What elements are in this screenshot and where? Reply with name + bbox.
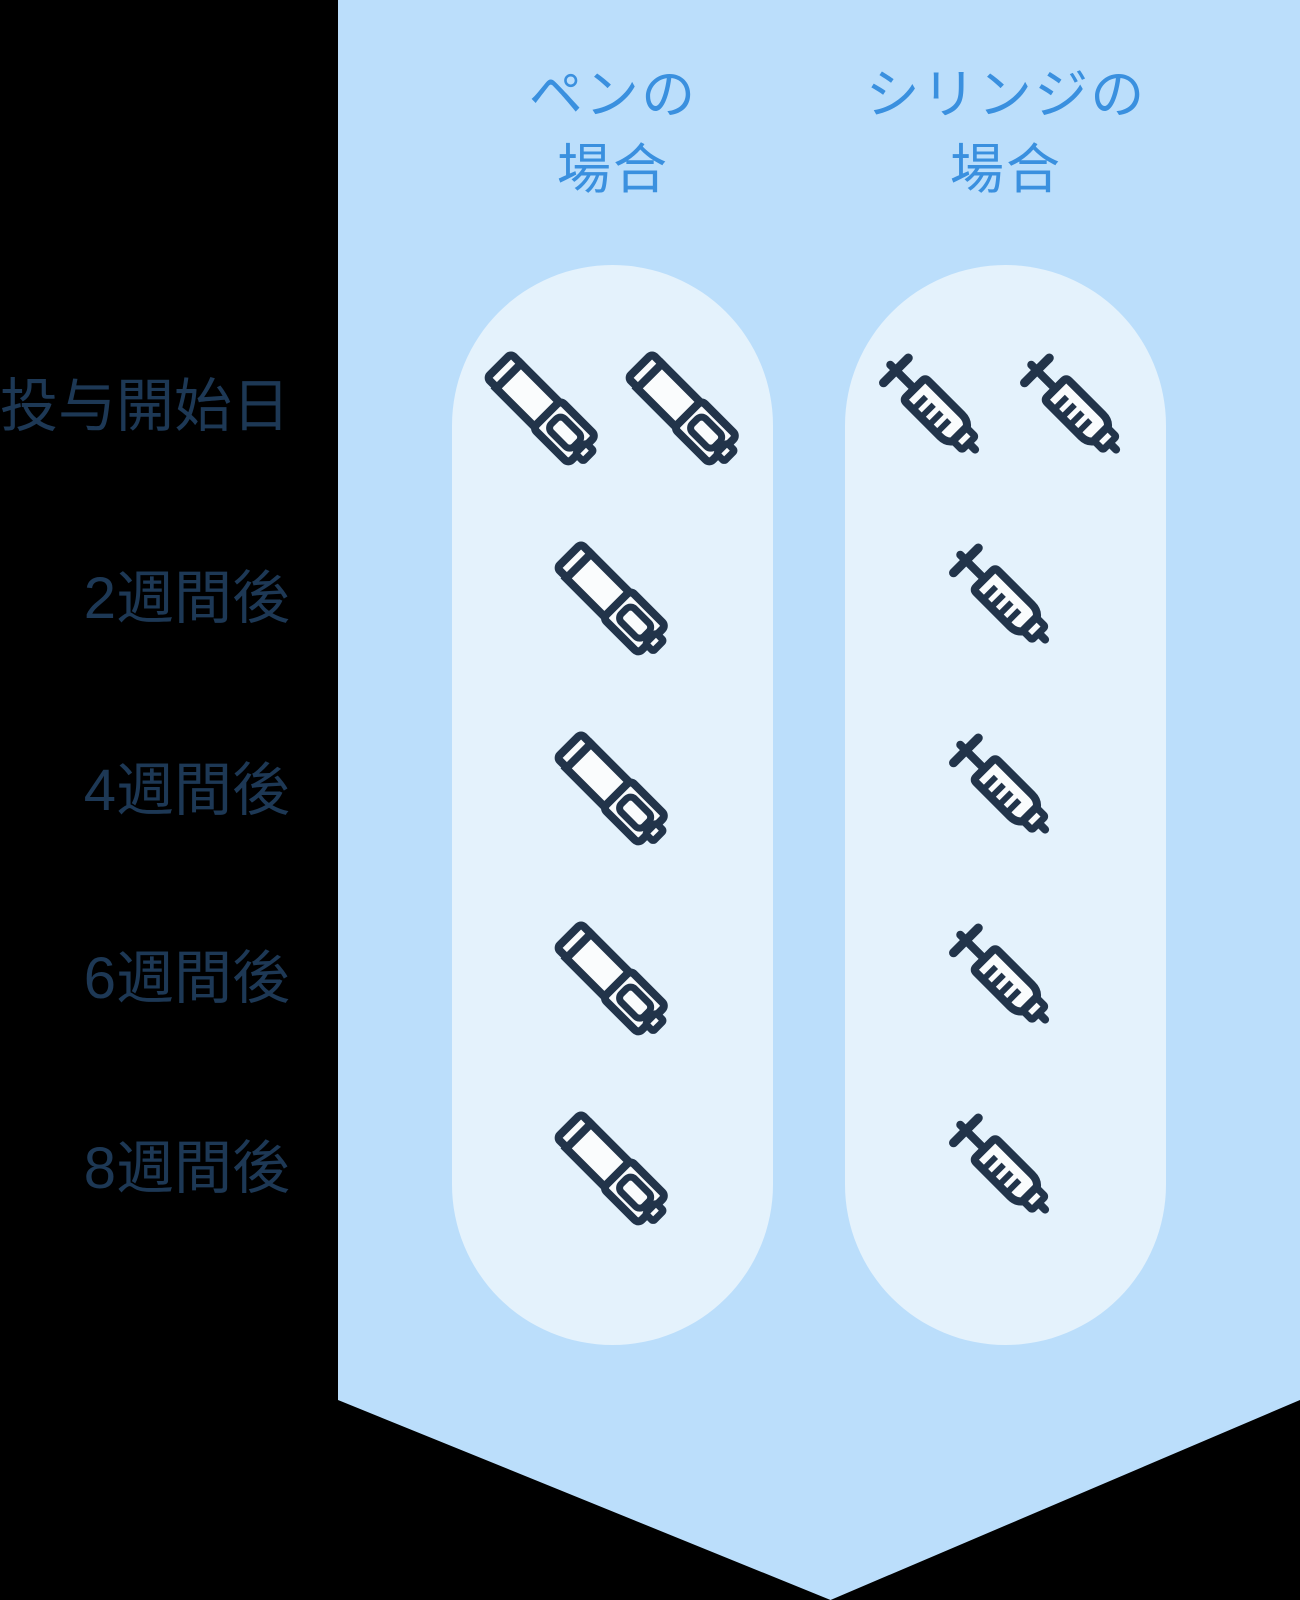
icon-slot-syringe-row-4 [845,1085,1166,1255]
icon-slot-syringe-row-0 [845,325,1166,495]
time-label-row-3: 6週間後 [83,946,290,1011]
injection-pen-icon [545,530,680,670]
icon-slot-pen-row-4 [452,1085,773,1255]
time-label-row-1: 2週間後 [83,566,290,631]
icon-slot-pen-row-1 [452,515,773,685]
syringe-icon [868,340,1003,480]
column-header-syringe: シリンジの 場合 [865,65,1147,200]
icon-slot-syringe-row-1 [845,515,1166,685]
injection-pen-icon [545,720,680,860]
syringe-icon [1009,340,1144,480]
injection-pen-icon [545,1100,680,1240]
icon-slot-pen-row-2 [452,705,773,875]
time-label-row-4: 8週間後 [83,1136,290,1201]
syringe-icon [938,1100,1073,1240]
injection-pen-icon [545,910,680,1050]
injection-pen-icon [475,340,610,480]
icon-slot-syringe-row-2 [845,705,1166,875]
time-label-row-2: 4週間後 [83,758,290,823]
time-label-row-0: 投与開始日 [0,374,290,439]
icon-slot-pen-row-3 [452,895,773,1065]
syringe-icon [938,530,1073,670]
syringe-icon [938,910,1073,1050]
column-header-pen: ペンの 場合 [528,65,698,200]
syringe-icon [938,720,1073,860]
icon-slot-syringe-row-3 [845,895,1166,1065]
icon-slot-pen-row-0 [452,325,773,495]
injection-pen-icon [616,340,751,480]
